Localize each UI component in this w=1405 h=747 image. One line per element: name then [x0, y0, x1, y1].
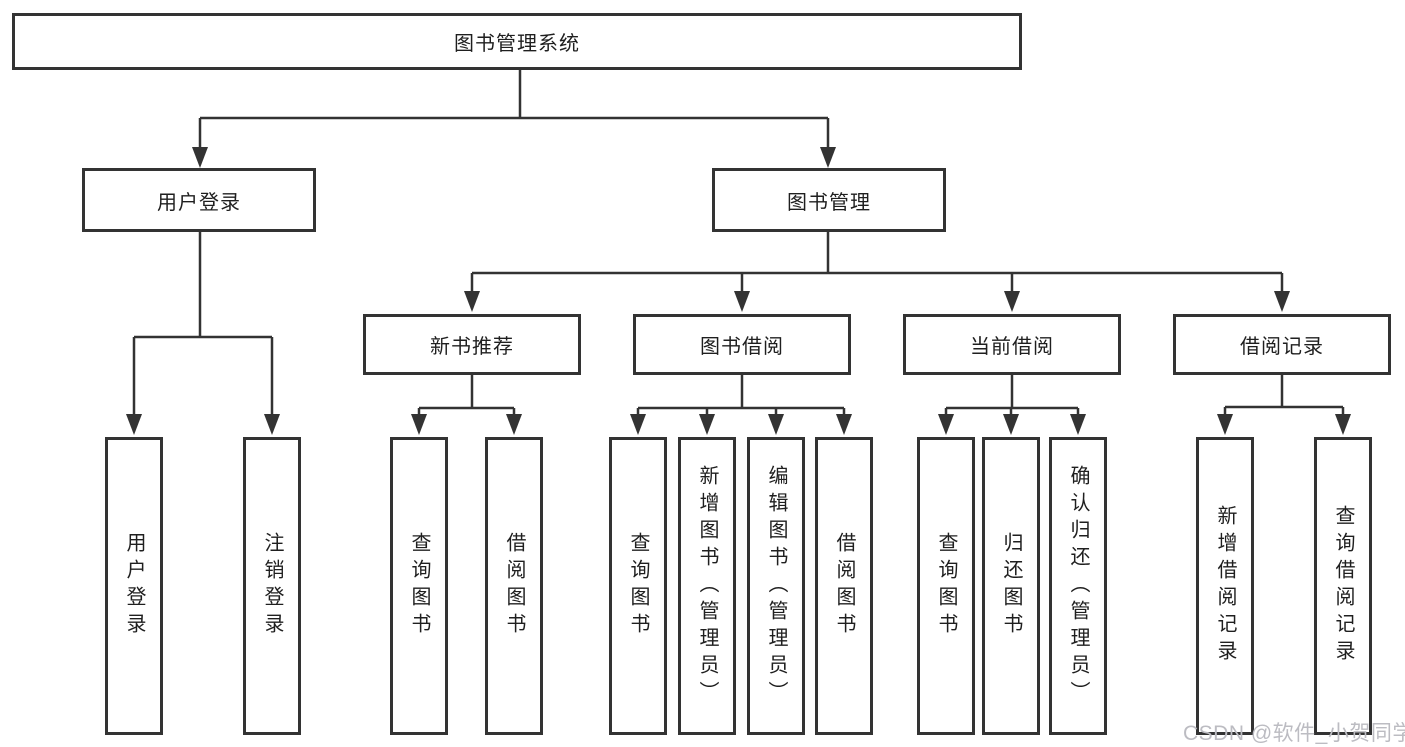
- leaf-add-books-admin: 新增图书（管理员）: [678, 437, 736, 735]
- leaf-add-borrow-record: 新增借阅记录: [1196, 437, 1254, 735]
- leaf-query-books-recommend: 查询图书: [390, 437, 448, 735]
- node-label: 查询图书: [935, 532, 957, 640]
- leaf-edit-books-admin: 编辑图书（管理员）: [747, 437, 805, 735]
- leaf-confirm-return-admin: 确认归还（管理员）: [1049, 437, 1107, 735]
- connector-lines: [132, 70, 1345, 416]
- node-label: 查询借阅记录: [1332, 505, 1354, 667]
- node-new-book-recommendation: 新书推荐: [363, 314, 581, 375]
- node-label: 用户登录: [123, 532, 145, 640]
- node-label: 查询图书: [627, 532, 649, 640]
- arrowhead-icons: [126, 147, 1351, 435]
- node-user-login-branch: 用户登录: [82, 168, 316, 232]
- node-label: 查询图书: [408, 532, 430, 640]
- node-book-management-branch: 图书管理: [712, 168, 946, 232]
- node-label: 新增借阅记录: [1214, 505, 1236, 667]
- node-label: 确认归还（管理员）: [1067, 464, 1089, 708]
- node-book-borrowing: 图书借阅: [633, 314, 851, 375]
- node-label: 新增图书（管理员）: [696, 464, 718, 708]
- leaf-borrow-books: 借阅图书: [815, 437, 873, 735]
- node-label: 图书管理系统: [454, 33, 580, 55]
- node-label: 图书管理: [787, 191, 871, 214]
- leaf-query-books-borrow: 查询图书: [609, 437, 667, 735]
- watermark: CSDN @软件_小贺同学: [1183, 722, 1405, 745]
- node-label: 归还图书: [1000, 532, 1022, 640]
- node-borrowing-records: 借阅记录: [1173, 314, 1391, 375]
- node-label: 借阅记录: [1240, 336, 1324, 358]
- node-label: 编辑图书（管理员）: [765, 464, 787, 708]
- leaf-query-borrow-record: 查询借阅记录: [1314, 437, 1372, 735]
- node-label: 当前借阅: [970, 336, 1054, 358]
- node-label: 用户登录: [157, 191, 241, 214]
- node-label: 借阅图书: [833, 532, 855, 640]
- node-current-borrowing: 当前借阅: [903, 314, 1121, 375]
- node-root-system: 图书管理系统: [12, 13, 1022, 70]
- leaf-return-books: 归还图书: [982, 437, 1040, 735]
- node-label: 注销登录: [261, 532, 283, 640]
- node-label: 新书推荐: [430, 336, 514, 358]
- leaf-user-login: 用户登录: [105, 437, 163, 735]
- leaf-borrow-books-recommend: 借阅图书: [485, 437, 543, 735]
- leaf-logout: 注销登录: [243, 437, 301, 735]
- node-label: 图书借阅: [700, 336, 784, 358]
- leaf-query-books-current: 查询图书: [917, 437, 975, 735]
- node-label: 借阅图书: [503, 532, 525, 640]
